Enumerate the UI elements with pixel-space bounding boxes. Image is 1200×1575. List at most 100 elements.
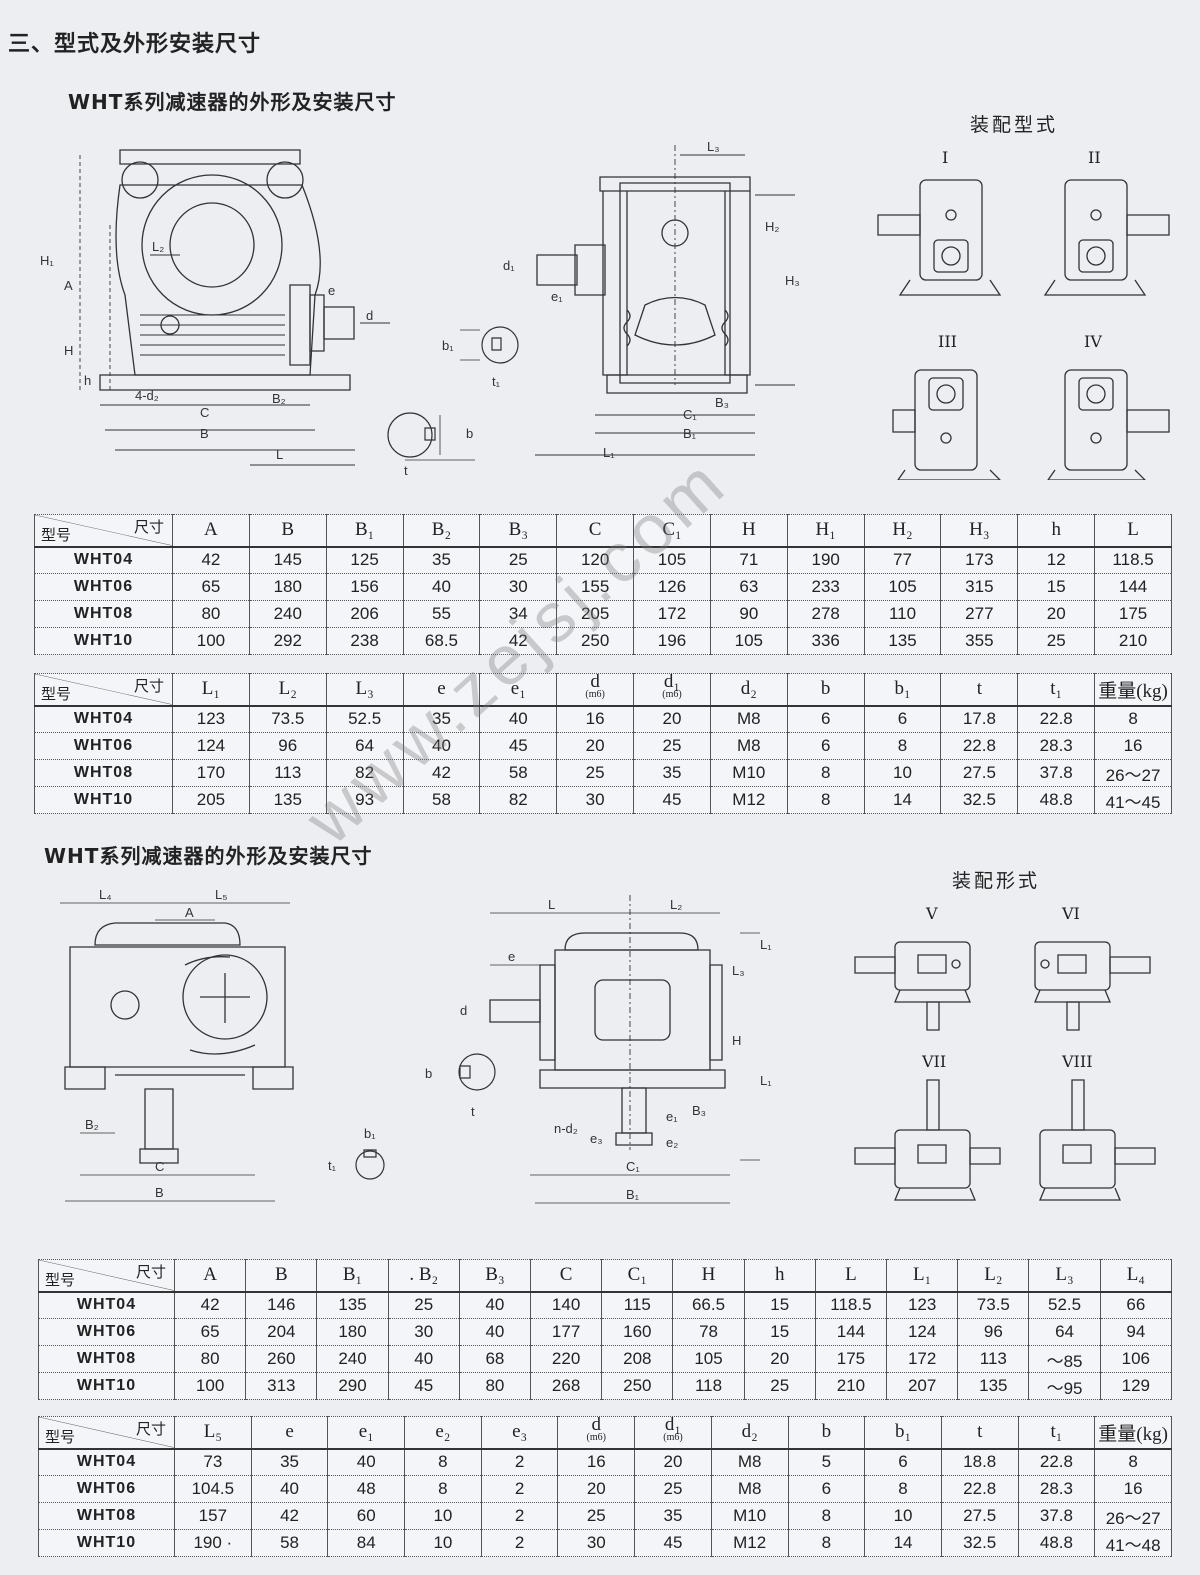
assembly-label-5: V bbox=[926, 904, 938, 923]
model-cell: WHT06 bbox=[38, 1475, 175, 1503]
t1-header-1: B bbox=[248, 514, 327, 548]
value-cell: 204 bbox=[245, 1318, 318, 1346]
value-cell: 20 bbox=[634, 1448, 712, 1476]
value-cell: M8 bbox=[709, 705, 788, 733]
model-cell: WHT08 bbox=[38, 1345, 175, 1373]
value-cell: M10 bbox=[709, 759, 788, 787]
value-cell: 8 bbox=[864, 1475, 942, 1503]
part1-assembly-sketches bbox=[870, 170, 1180, 480]
t3-header-11: L₂ bbox=[957, 1259, 1030, 1293]
value-cell: 58 bbox=[250, 1529, 329, 1557]
value-cell: 30 bbox=[387, 1318, 460, 1346]
t3-header-8: h bbox=[743, 1259, 816, 1293]
t1-header-8: H₁ bbox=[786, 514, 865, 548]
value-cell: 12 bbox=[1017, 546, 1096, 574]
table1-corner: 尺寸 型号 bbox=[34, 514, 173, 548]
value-cell: 90 bbox=[709, 600, 788, 628]
part1-title: WHT系列减速器的外形及安装尺寸 bbox=[68, 90, 397, 114]
p2-label-L: L bbox=[548, 897, 555, 912]
value-cell: 22.8 bbox=[940, 1475, 1019, 1503]
value-cell: 52.5 bbox=[325, 705, 404, 733]
t2-header-9: b₁ bbox=[863, 673, 942, 707]
value-cell: 6 bbox=[787, 1475, 866, 1503]
value-cell: 78 bbox=[672, 1318, 745, 1346]
value-cell: 22.8 bbox=[1017, 705, 1096, 733]
p2-label-B2: B₂ bbox=[85, 1117, 99, 1132]
p2-label-e1: e₁ bbox=[666, 1109, 678, 1124]
value-cell: 8 bbox=[1094, 705, 1172, 733]
model-cell: WHT04 bbox=[34, 705, 173, 733]
value-cell: 118 bbox=[672, 1372, 745, 1400]
label-C1: C₁ bbox=[683, 407, 697, 422]
part1-assembly-title: 装配型式 bbox=[970, 114, 1059, 136]
value-cell: 80 bbox=[172, 600, 250, 628]
value-cell: 180 bbox=[248, 573, 327, 601]
value-cell: 260 bbox=[245, 1345, 318, 1373]
value-cell: 8 bbox=[404, 1475, 482, 1503]
p2-label-B1: B₁ bbox=[626, 1187, 640, 1202]
p2-label-e2: e₂ bbox=[666, 1135, 678, 1150]
t4-header-7: d₂ bbox=[710, 1416, 789, 1450]
value-cell: 336 bbox=[786, 627, 865, 655]
value-cell: 135 bbox=[248, 786, 327, 814]
t3-header-2: B₁ bbox=[316, 1259, 389, 1293]
part2-key-section-2: b t bbox=[425, 1040, 505, 1119]
t1-header-2: B₁ bbox=[325, 514, 404, 548]
spec-table-4: 尺寸 型号 L₅ e e₁ e₂ e₃ d(m6) d₁(m6) d₂ b b₁… bbox=[38, 1416, 1172, 1557]
value-cell: 113 bbox=[957, 1345, 1030, 1373]
t2-header-4: e₁ bbox=[479, 673, 558, 707]
value-cell: ～85 bbox=[1028, 1345, 1101, 1373]
t4-header-6: d₁(m6) bbox=[634, 1416, 712, 1450]
value-cell: 20 bbox=[743, 1345, 816, 1373]
label-L3: L₃ bbox=[707, 139, 720, 154]
t2-header-6: d₁(m6) bbox=[633, 673, 711, 707]
model-cell: WHT08 bbox=[34, 600, 173, 628]
value-cell: 290 bbox=[316, 1372, 389, 1400]
p2-label-C: C bbox=[155, 1159, 164, 1174]
value-cell: 27.5 bbox=[940, 759, 1019, 787]
value-cell: 35 bbox=[633, 759, 711, 787]
value-cell: 40 bbox=[458, 1318, 532, 1346]
t4-header-4: e₃ bbox=[480, 1416, 559, 1450]
section-title: 三、型式及外形安装尺寸 bbox=[8, 32, 262, 57]
value-cell: 118.5 bbox=[1094, 546, 1172, 574]
label-e: e bbox=[328, 283, 335, 298]
value-cell: 48.8 bbox=[1017, 1529, 1096, 1557]
model-cell: WHT06 bbox=[34, 573, 173, 601]
value-cell: 41～45 bbox=[1094, 786, 1172, 814]
t3-header-5: C bbox=[530, 1259, 603, 1293]
value-cell: 110 bbox=[863, 600, 942, 628]
value-cell: 8 bbox=[1094, 1448, 1172, 1476]
value-cell: 277 bbox=[940, 600, 1019, 628]
label-H: H bbox=[64, 343, 73, 358]
value-cell: 73 bbox=[174, 1448, 252, 1476]
value-cell: 140 bbox=[530, 1291, 603, 1319]
p2-label-t1: t₁ bbox=[328, 1158, 337, 1173]
value-cell: 175 bbox=[814, 1345, 888, 1373]
value-cell: 65 bbox=[173, 1318, 247, 1346]
t3-header-10: L₁ bbox=[886, 1259, 959, 1293]
value-cell: 172 bbox=[886, 1345, 959, 1373]
t2-header-8: b bbox=[786, 673, 865, 707]
value-cell: 155 bbox=[556, 573, 635, 601]
value-cell: 25 bbox=[743, 1372, 816, 1400]
part2-side-view-drawing: L L₂ L₁ L₃ H L₁ d e n-d₂ e₁ e₂ e₃ B₃ C₁ … bbox=[460, 885, 772, 1215]
value-cell: 10 bbox=[404, 1529, 482, 1557]
t4-header-8: b bbox=[787, 1416, 866, 1450]
value-cell: 196 bbox=[633, 627, 711, 655]
t1-header-7: H bbox=[709, 514, 788, 548]
t1-header-11: h bbox=[1017, 514, 1096, 548]
t3-header-9: L bbox=[814, 1259, 888, 1293]
value-cell: 25 bbox=[556, 759, 635, 787]
part2-key-section-1: b₁ t₁ bbox=[328, 1126, 400, 1190]
assembly-label-7: VII bbox=[922, 1052, 947, 1071]
value-cell: 14 bbox=[864, 1529, 942, 1557]
value-cell: 71 bbox=[709, 546, 788, 574]
label-L1: L₁ bbox=[603, 445, 615, 460]
value-cell: 94 bbox=[1099, 1318, 1173, 1346]
value-cell: 26～27 bbox=[1094, 1502, 1172, 1530]
p2-label-e: e bbox=[508, 949, 515, 964]
